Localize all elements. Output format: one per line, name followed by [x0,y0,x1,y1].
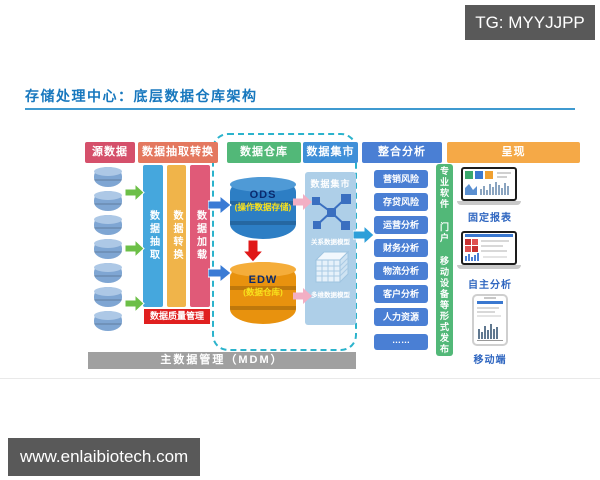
arrow-down-icon [242,240,264,263]
present-label-mobile: 移动端 [473,355,507,366]
analysis-item: 客户分析 [374,285,428,303]
header-data-warehouse: 数据仓库 [227,142,301,163]
header-presentation: 呈现 [447,142,580,163]
database-cylinder-icon [94,215,122,235]
analysis-item: 财务分析 [374,239,428,257]
etl-bar-transform: 数据转换 [167,165,186,307]
olap-cube-icon [314,250,349,284]
ods-cylinder: ODS (操作数据存储) [230,177,296,239]
analysis-item-ellipsis: …… [374,334,428,350]
footer-url-badge: www.enlaibiotech.com [8,438,200,476]
report-dashboard-thumbnail [465,171,511,195]
database-cylinder-icon [94,263,122,283]
ods-name: ODS [249,189,277,201]
publish-channels-bar: 专业软件 门户 移动设备等形式发布 [436,164,453,356]
analysis-item: 人力资源 [374,308,428,326]
arrow-right-icon [125,295,145,312]
analysis-item: 存贷风险 [374,193,428,211]
analysis-item: 营销风险 [374,170,428,188]
etl-bar-extract: 数据抽取 [143,165,163,307]
analysis-dashboard-thumbnail [465,234,513,261]
page-title: 存储处理中心：底层数据仓库架构 [25,88,258,104]
star-schema-diagram-icon [311,194,351,230]
arrow-right-icon [125,184,145,201]
arrow-right-icon [293,288,312,304]
ods-sub-label: (操作数据存储) [234,202,292,212]
database-cylinder-icon [94,287,122,307]
data-mart-box-title: 数据集市 [310,179,351,189]
warehouse-mart-dashed-outline [212,133,357,351]
phone-mobile-icon [472,294,508,346]
present-label-self-service: 自主分析 [468,280,512,291]
data-quality-management-box: 数据质量管理 [144,309,210,324]
mdm-master-data-bar: 主数据管理（MDM） [88,352,356,369]
database-cylinder-icon [94,167,122,187]
slide-bottom-divider [0,378,600,379]
database-cylinder-icon [94,311,122,331]
edw-name: EDW [248,274,278,286]
data-mart-box: 数据集市 关系数据模型 多维数据模型 [305,172,356,325]
header-analysis: 整合分析 [362,142,442,163]
database-cylinder-icon [94,191,122,211]
header-data-mart: 数据集市 [303,142,358,163]
laptop-fixed-reports-icon [457,167,521,205]
mobile-report-thumbnail [477,297,503,341]
etl-bar-load: 数据加载 [190,165,210,307]
edw-sub-label: (数据仓库) [243,287,283,297]
arrow-right-icon [208,264,232,282]
multidimensional-model-label: 多维数据模型 [311,292,350,299]
present-label-fixed-reports: 固定报表 [468,213,512,224]
etl-bar-extract-label: 数据抽取 [147,210,159,262]
header-etl: 数据抽取转换 [138,142,218,163]
database-cylinder-icon [94,239,122,259]
analysis-item: 运营分析 [374,216,428,234]
laptop-self-service-icon [457,231,521,269]
etl-bar-load-label: 数据加载 [194,210,206,262]
arrow-right-icon [208,196,232,214]
tg-watermark-badge: TG: MYYJJPP [465,5,595,40]
title-underline [25,108,575,110]
arrow-right-icon [293,194,312,210]
arrow-right-icon [125,240,145,257]
arrow-right-icon [353,226,375,244]
analysis-item: 物流分析 [374,262,428,280]
relational-model-label: 关系数据模型 [311,239,350,246]
publish-channels-label: 专业软件 门户 移动设备等形式发布 [439,165,449,355]
etl-bar-transform-label: 数据转换 [171,210,182,262]
edw-cylinder: EDW (数据仓库) [230,262,296,324]
header-source-data: 源数据 [85,142,135,163]
